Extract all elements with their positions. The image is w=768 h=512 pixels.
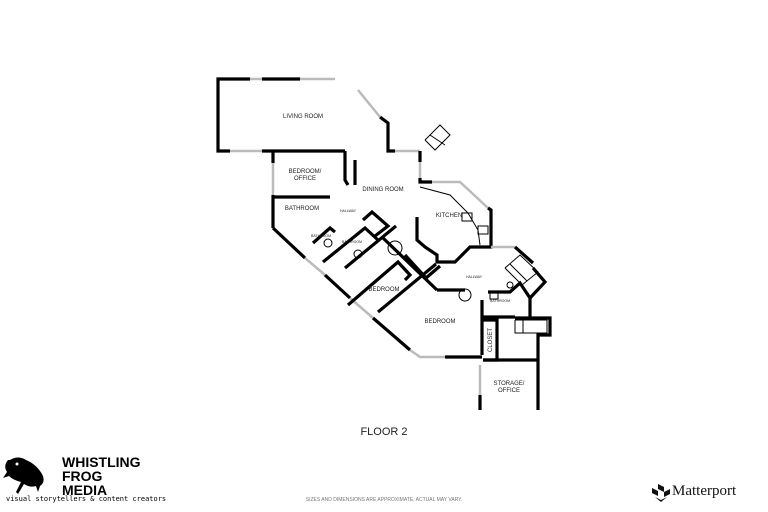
disclaimer: SIZES AND DIMENSIONS ARE APPROXIMATE, AC… — [305, 497, 463, 503]
label-bedroom-office-2: OFFICE — [294, 176, 316, 182]
label-bathroom: BATHROOM — [285, 206, 319, 212]
walls — [216, 77, 552, 410]
stairs-and-fixtures — [323, 124, 548, 334]
room-labels: LIVING ROOM BEDROOM/ OFFICE DINING ROOM … — [283, 114, 525, 394]
tagline: visual storytellers & content creators — [6, 495, 167, 503]
label-bedroom-2: BEDROOM — [424, 319, 455, 325]
label-dining-room: DINING ROOM — [362, 187, 403, 193]
logo-line-3: MEDIA — [62, 482, 108, 498]
floor-title: FLOOR 2 — [360, 426, 408, 438]
label-hallway-1: HALLWAY — [340, 209, 357, 213]
logo-line-1: WHISTLING — [62, 454, 141, 470]
label-kitchen: KITCHEN — [436, 213, 462, 219]
label-bathroom-small-2: BATHROOM — [342, 240, 362, 244]
label-bathroom-small-1: BATHROOM — [311, 234, 331, 238]
label-bathroom-small-3: BATHROOM — [490, 299, 510, 303]
label-bedroom-1: BEDROOM — [368, 287, 399, 293]
whistling-frog-logo-text: WHISTLING FROG MEDIA — [62, 455, 141, 497]
matterport-wordmark: Matterport — [672, 483, 737, 499]
label-storage-office-1: STORAGE/ — [494, 381, 525, 387]
logo-line-2: FROG — [62, 468, 103, 484]
label-living-room: LIVING ROOM — [283, 114, 323, 120]
matterport-logo-icon — [652, 484, 670, 502]
label-bedroom-office-1: BEDROOM/ — [289, 169, 322, 175]
label-storage-office-2: OFFICE — [498, 388, 520, 394]
label-closet: CLOSET — [488, 328, 494, 352]
frog-logo-icon — [3, 457, 44, 494]
label-hallway-2: HALLWAY — [466, 275, 483, 279]
